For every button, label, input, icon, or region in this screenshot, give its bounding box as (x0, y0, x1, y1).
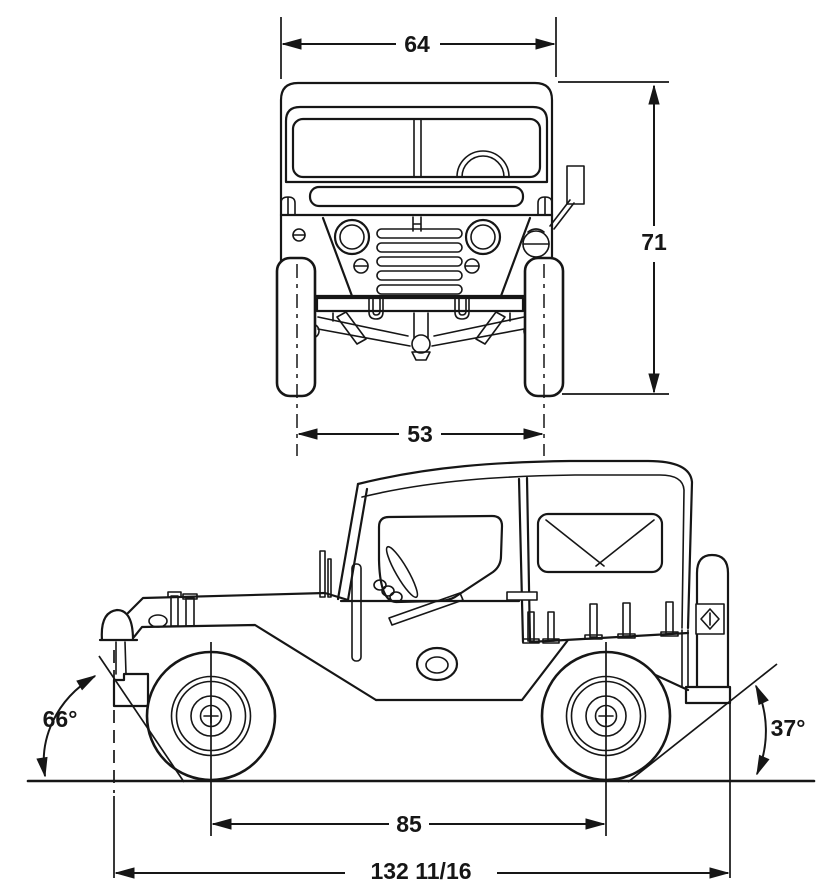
grille-panel-right-edge (501, 218, 530, 296)
departure-angle-value: 37° (771, 715, 806, 741)
side-view (28, 461, 814, 781)
rear-bumper-side (686, 687, 730, 703)
hood-clevis-fittings (168, 592, 197, 626)
front-cab-top-outline (281, 83, 552, 215)
windshield-divider (414, 119, 421, 177)
left-headlight-inner (340, 225, 364, 249)
dimension-length-132: 132 11/16 (114, 703, 730, 880)
front-bumper (317, 298, 523, 311)
windshield-side (338, 484, 367, 600)
rear-window (538, 514, 662, 572)
front-bumper-side (114, 674, 148, 706)
mirror-head (567, 166, 584, 204)
mirror-bar-1 (320, 551, 325, 597)
b-pillar (519, 478, 530, 642)
approach-angle-66: 66° (43, 650, 184, 793)
right-tow-shackle (455, 298, 469, 319)
grille-screws (293, 229, 479, 273)
fender-crease (134, 625, 376, 700)
dimension-width-64: 64 (281, 17, 556, 79)
front-suspension (305, 312, 538, 360)
front-width-value: 64 (404, 31, 430, 57)
door-pull-outer (417, 648, 457, 680)
roof-inner (362, 475, 684, 628)
right-headlight-outer (466, 220, 500, 254)
soft-top (338, 461, 692, 642)
left-marker-light (281, 197, 295, 215)
steering-column (374, 580, 402, 602)
rocker-line (376, 640, 568, 700)
front-windshield-frame (286, 107, 547, 182)
front-height-value: 71 (641, 229, 667, 255)
left-tow-shackle (369, 298, 383, 319)
overall-length-value: 132 11/16 (370, 858, 471, 880)
lift-shackle-plate (696, 604, 724, 634)
right-headlight-inner (471, 225, 495, 249)
grille-panel-left-edge (323, 218, 352, 296)
front-view (277, 83, 584, 396)
grille-slats (377, 229, 462, 294)
right-marker-light (538, 197, 552, 215)
door-window (379, 516, 502, 602)
dimension-height-71: 71 (558, 82, 669, 394)
hood-line (128, 593, 348, 613)
door-edge-strip (352, 564, 361, 661)
dimension-wheelbase-85: 85 (211, 642, 606, 837)
steering-wheel-front (457, 151, 509, 177)
bow-sockets (523, 602, 678, 643)
wiper-strip (389, 593, 463, 625)
mirror-arm (550, 200, 574, 229)
door-pull-inner (426, 657, 448, 673)
mirror-bar-2 (328, 559, 331, 597)
horn (149, 615, 167, 627)
steering-wheel-side (382, 544, 421, 600)
left-headlight-outer (335, 220, 369, 254)
side-view-dimensions: 66° 37° 85 132 11/16 (43, 642, 805, 880)
roof-outer (358, 461, 692, 628)
spare-tire (697, 555, 728, 687)
front-left-tire (277, 258, 315, 396)
rear-window-braces (546, 520, 654, 566)
cowl-vent-slot (310, 187, 523, 206)
dimension-track-53: 53 (297, 264, 544, 456)
top-cleat (507, 592, 537, 600)
side-details (320, 544, 728, 687)
wheelbase-value: 85 (396, 811, 422, 837)
blackout-light-dome (100, 610, 137, 640)
approach-angle-value: 66° (43, 706, 78, 732)
front-view-dimensions: 64 71 53 (281, 17, 669, 456)
hood-latch (413, 217, 421, 231)
departure-angle-37: 37° (628, 664, 805, 782)
front-track-value: 53 (407, 421, 433, 447)
